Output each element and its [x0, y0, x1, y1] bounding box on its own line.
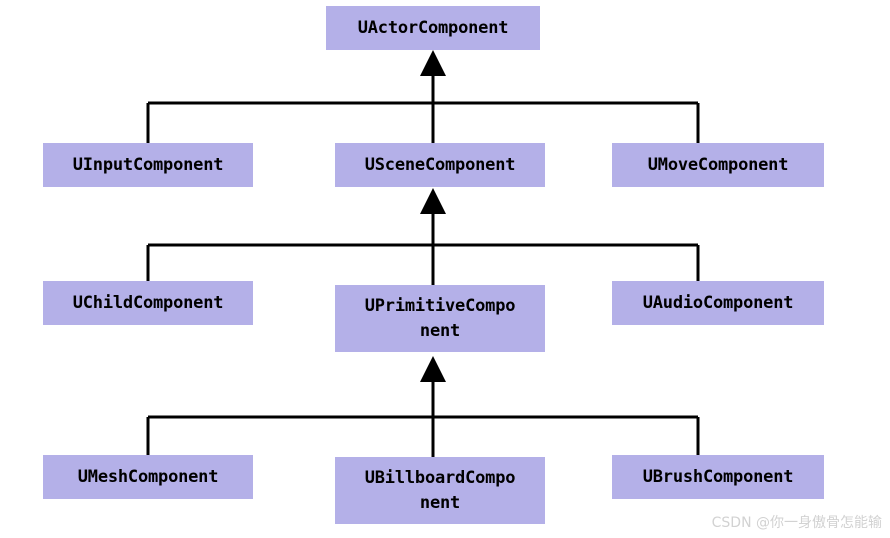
node-uchildcomponent[interactable]: UChildComponent — [43, 281, 253, 325]
csdn-watermark: CSDN @你一身傲骨怎能输 — [711, 515, 882, 531]
edge-group-to-uactorcomponent — [146, 50, 700, 143]
node-uprimitivecomponent[interactable]: UPrimitiveCompo nent — [335, 285, 545, 352]
arrowhead-uscenecomponent — [420, 188, 446, 214]
node-uaudiocomponent[interactable]: UAudioComponent — [612, 281, 824, 325]
node-uactorcomponent[interactable]: UActorComponent — [326, 6, 540, 50]
node-uscenecomponent[interactable]: USceneComponent — [335, 143, 545, 187]
node-uinputcomponent[interactable]: UInputComponent — [43, 143, 253, 187]
arrowhead-uactorcomponent — [420, 50, 446, 76]
node-ubillboardcomponent[interactable]: UBillboardCompo nent — [335, 457, 545, 524]
node-umeshcomponent[interactable]: UMeshComponent — [43, 455, 253, 499]
node-umovecomponent[interactable]: UMoveComponent — [612, 143, 824, 187]
node-ubrushcomponent[interactable]: UBrushComponent — [612, 455, 824, 499]
arrowhead-uprimitivecomponent — [420, 356, 446, 382]
edge-group-to-uprimitivecomponent — [146, 356, 700, 457]
edge-group-to-uscenecomponent — [146, 188, 700, 285]
